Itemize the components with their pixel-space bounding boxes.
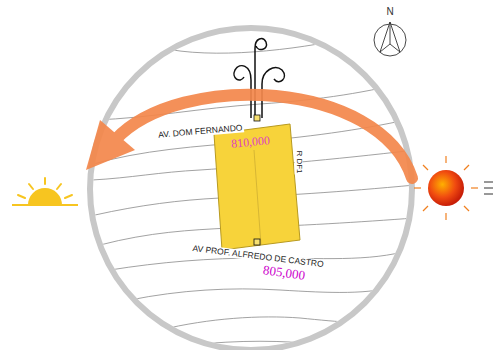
street-name: AV PROF. ALFREDO DE CASTRO (191, 244, 325, 269)
sun-path-arrow (86, 95, 412, 178)
site-ring (90, 28, 412, 350)
sunset-icon (12, 178, 78, 205)
north-label: N (385, 7, 394, 17)
access-point (254, 115, 260, 121)
lot-divider (254, 150, 261, 245)
north-arrow (374, 22, 406, 56)
lot-parcel (214, 124, 300, 250)
access-point (254, 239, 260, 245)
wind-symbol (234, 39, 284, 118)
sun-icon (414, 156, 493, 220)
street-name: R DF1 (295, 149, 303, 174)
elevation-mark: 810,000 (229, 134, 271, 150)
